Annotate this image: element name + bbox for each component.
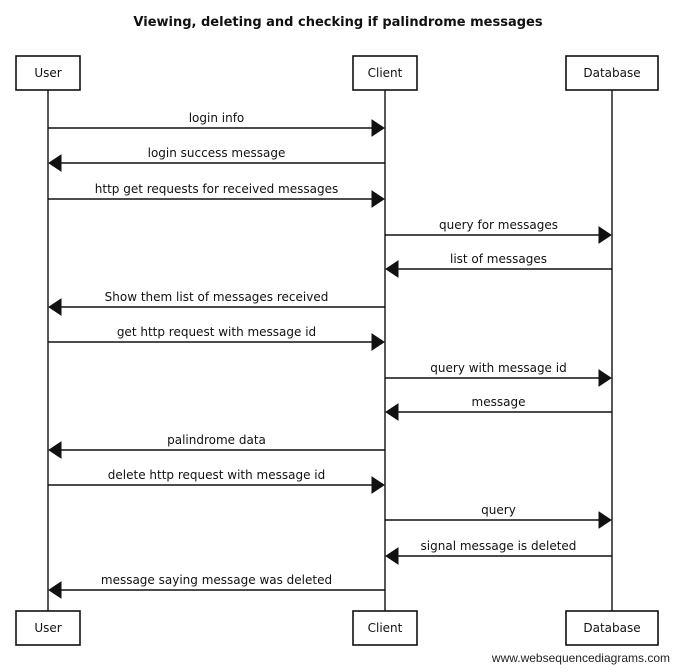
arrowhead xyxy=(48,581,62,599)
message-label: login success message xyxy=(148,146,286,160)
arrowhead xyxy=(598,369,612,387)
participant-box xyxy=(15,610,81,646)
participant-box xyxy=(565,55,659,91)
message: message xyxy=(385,395,612,421)
arrowhead xyxy=(371,190,385,208)
participant-client-bottom: Client xyxy=(352,610,418,646)
message: palindrome data xyxy=(48,433,385,459)
participant-label: Database xyxy=(583,66,640,80)
participant-box xyxy=(15,55,81,91)
message-label: query for messages xyxy=(439,218,558,232)
message-label: palindrome data xyxy=(167,433,266,447)
participant-database-bottom: Database xyxy=(565,610,659,646)
message: get http request with message id xyxy=(48,325,385,351)
message-label: http get requests for received messages xyxy=(95,182,338,196)
message-label: query with message id xyxy=(430,361,566,375)
arrowhead xyxy=(598,226,612,244)
message-label: query xyxy=(481,503,516,517)
message-label: signal message is deleted xyxy=(421,539,577,553)
message: signal message is deleted xyxy=(385,539,612,565)
participant-label: Client xyxy=(368,621,403,635)
arrowhead xyxy=(385,260,399,278)
footer-credit: www.websequencediagrams.com xyxy=(491,651,670,665)
participant-label: User xyxy=(34,621,61,635)
arrowhead xyxy=(48,154,62,172)
arrowhead xyxy=(371,476,385,494)
message: query for messages xyxy=(385,218,612,244)
message-label: message xyxy=(472,395,526,409)
message-label: get http request with message id xyxy=(117,325,316,339)
message: message saying message was deleted xyxy=(48,573,385,599)
participant-label: Database xyxy=(583,621,640,635)
messages: login info login success message http get … xyxy=(48,111,612,599)
participant-label: User xyxy=(34,66,61,80)
arrowhead xyxy=(385,403,399,421)
message: query with message id xyxy=(385,361,612,387)
lifelines xyxy=(47,90,613,611)
participant-box xyxy=(352,55,418,91)
message-label: Show them list of messages received xyxy=(105,290,329,304)
participant-user-top: User xyxy=(15,55,81,91)
arrowhead xyxy=(48,298,62,316)
message: list of messages xyxy=(385,252,612,278)
arrowhead xyxy=(371,119,385,137)
participant-box xyxy=(565,610,659,646)
message: Show them list of messages received xyxy=(48,290,385,316)
message-label: login info xyxy=(189,111,245,125)
message: delete http request with message id xyxy=(48,468,385,494)
diagram-title: Viewing, deleting and checking if palind… xyxy=(133,15,542,30)
message: query xyxy=(385,503,612,529)
message-label: message saying message was deleted xyxy=(101,573,332,587)
arrowhead xyxy=(48,441,62,459)
message: login info xyxy=(48,111,385,137)
participant-user-bottom: User xyxy=(15,610,81,646)
message-label: delete http request with message id xyxy=(108,468,325,482)
message: login success message xyxy=(48,146,385,172)
participant-database-top: Database xyxy=(565,55,659,91)
message: http get requests for received messages xyxy=(48,182,385,208)
participant-label: Client xyxy=(368,66,403,80)
arrowhead xyxy=(371,333,385,351)
participant-client-top: Client xyxy=(352,55,418,91)
message-label: list of messages xyxy=(450,252,547,266)
participant-box xyxy=(352,610,418,646)
arrowhead xyxy=(385,547,399,565)
arrowhead xyxy=(598,511,612,529)
